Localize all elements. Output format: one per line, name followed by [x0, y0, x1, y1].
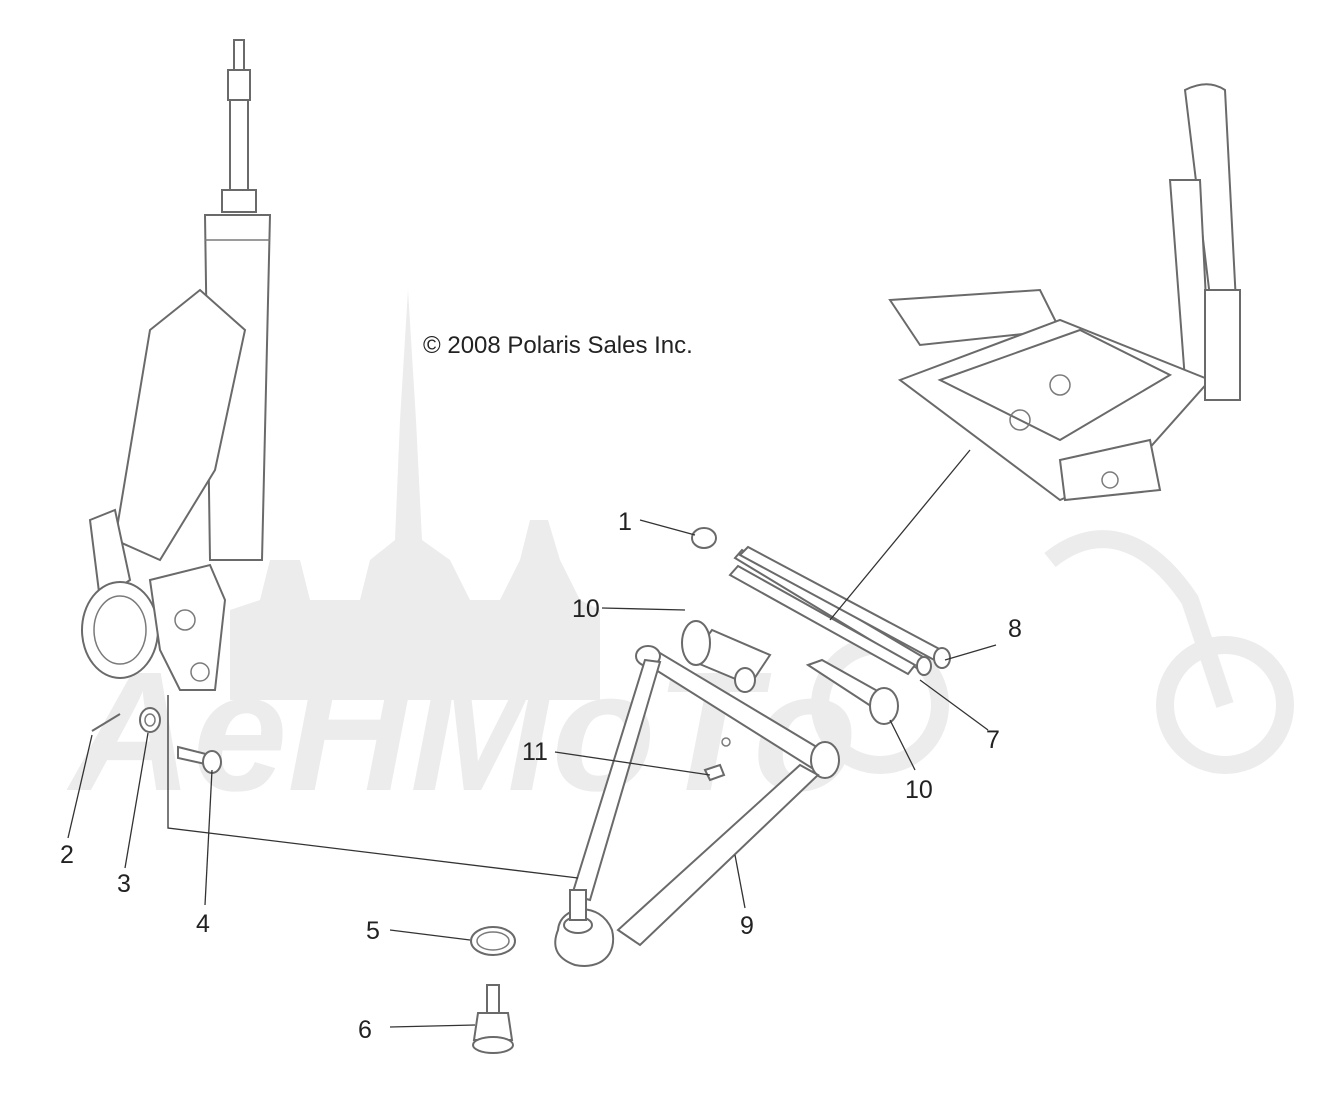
leader-10-upper — [601, 607, 686, 611]
callout-9: 9 — [740, 912, 754, 940]
leader-3 — [124, 732, 149, 869]
callout-6: 6 — [358, 1016, 372, 1044]
a-arm-illustration — [554, 645, 840, 967]
callout-11: 11 — [522, 738, 548, 766]
leader-11 — [554, 751, 711, 776]
callout-8: 8 — [1008, 615, 1022, 643]
callout-2: 2 — [60, 841, 74, 869]
leader-8 — [944, 644, 997, 661]
leader-frame-to-pivot — [829, 449, 971, 621]
leader-7 — [919, 679, 989, 731]
leader-4 — [204, 769, 213, 906]
callout-10-upper: 10 — [572, 595, 600, 623]
copyright-notice: © 2008 Polaris Sales Inc. — [423, 332, 693, 359]
leader-5 — [389, 929, 471, 941]
leader-9 — [734, 854, 746, 909]
callout-4: 4 — [196, 910, 210, 938]
hardware-illustration — [91, 707, 222, 774]
shock-and-knuckle-illustration — [81, 39, 272, 691]
callout-1: 1 — [618, 508, 632, 536]
leader-2 — [67, 734, 93, 839]
callout-5: 5 — [366, 917, 380, 945]
callout-10-lower: 10 — [905, 776, 933, 804]
callout-3: 3 — [117, 870, 131, 898]
leader-1 — [639, 519, 696, 536]
ball-joint-illustration — [470, 926, 516, 1054]
leader-10-lower — [889, 719, 916, 771]
leader-6 — [389, 1024, 476, 1028]
frame-illustration — [888, 83, 1242, 502]
watermark-cathedral-silhouette — [230, 290, 600, 700]
callout-labels: 1 2 3 4 5 6 7 8 9 10 10 11 — [60, 508, 1022, 1044]
leader-knuckle-to-arm — [167, 695, 579, 879]
leader-lines — [67, 449, 997, 1028]
callout-7: 7 — [986, 726, 1000, 754]
